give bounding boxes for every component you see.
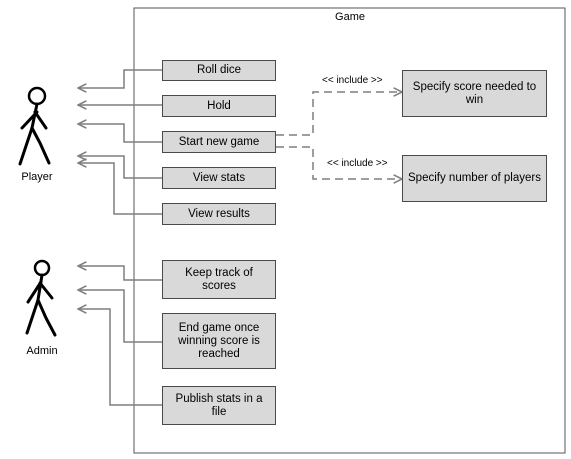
- association-admin-end: [78, 290, 162, 343]
- association-player-stats: [78, 156, 162, 179]
- use-case-publish-stats[interactable]: Publish stats in a file: [162, 386, 276, 425]
- include-start-score: [276, 92, 402, 136]
- player-actor-figure: [18, 86, 51, 166]
- include-start-players: [276, 146, 402, 179]
- association-admin-publish: [78, 309, 162, 406]
- association-player-results: [78, 163, 162, 215]
- use-case-roll-dice[interactable]: Roll dice: [162, 60, 276, 81]
- use-case-specify-score[interactable]: Specify score needed to win: [402, 70, 547, 117]
- actor-label-admin: Admin: [26, 345, 58, 357]
- system-boundary: [133, 7, 566, 454]
- system-title: Game: [335, 11, 365, 23]
- association-player-start: [78, 124, 162, 143]
- use-case-keep-track-of-scores[interactable]: Keep track of scores: [162, 260, 276, 299]
- use-case-view-stats[interactable]: View stats: [162, 167, 276, 189]
- use-case-hold[interactable]: Hold: [162, 95, 276, 117]
- actor-label-player: Player: [21, 171, 53, 183]
- include-label-score: << include >>: [322, 75, 383, 86]
- association-admin-track: [78, 266, 162, 281]
- use-case-start-new-game[interactable]: Start new game: [162, 131, 276, 153]
- admin-actor-figure: [25, 259, 57, 337]
- use-case-end-game[interactable]: End game once winning score is reached: [162, 313, 276, 369]
- association-player-roll: [78, 69, 162, 88]
- include-label-players: << include >>: [327, 158, 388, 169]
- use-case-specify-players[interactable]: Specify number of players: [402, 155, 547, 202]
- use-case-view-results[interactable]: View results: [162, 203, 276, 225]
